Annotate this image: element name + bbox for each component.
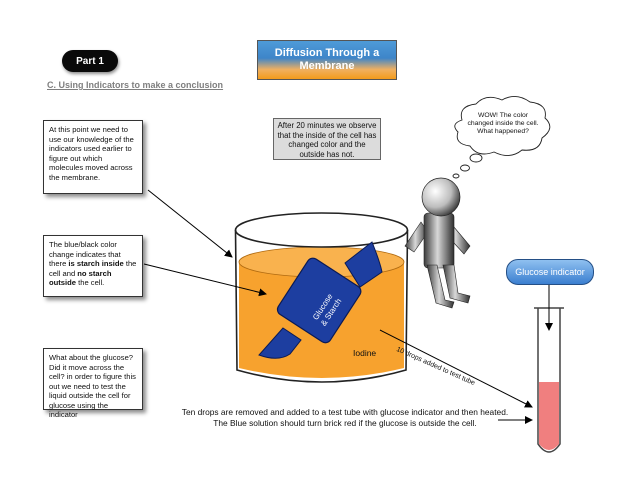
- beaker-rim: [234, 212, 409, 248]
- figure-head: [421, 177, 461, 217]
- thought-bubble: [452, 96, 551, 179]
- note-starch-text-2: the cell and: [49, 259, 137, 278]
- note-starch: The blue/black color change indicates th…: [43, 235, 143, 297]
- drops-arrow: [379, 329, 533, 408]
- membrane-bag: [258, 241, 383, 359]
- bag-body: [276, 257, 362, 344]
- bag-end-top: [344, 241, 383, 288]
- note1-arrow: [147, 189, 233, 258]
- iodine-label: Iodine: [353, 348, 377, 358]
- stick-figure: [404, 177, 471, 309]
- note2-arrow: [143, 263, 267, 297]
- bag-end-bottom: [258, 327, 302, 359]
- part-label: Part 1: [62, 50, 118, 72]
- note-starch-text-1: The blue/black color change indicates th…: [49, 240, 121, 268]
- note-starch-bold-2: no starch outside: [49, 268, 112, 288]
- tube-liquid: [539, 382, 559, 450]
- note-glucose: What about the glucose? Did it move acro…: [43, 348, 143, 419]
- beaker-wall: [234, 229, 409, 383]
- bottom-caption: Ten drops are removed and added to a tes…: [181, 407, 509, 428]
- figure-leg-left: [426, 264, 455, 309]
- glucose-indicator-label: Glucose indicator: [506, 259, 594, 285]
- subtitle: C. Using Indicators to make a conclusion: [47, 80, 224, 90]
- note-indicators: At this point we need to use our knowled…: [43, 120, 143, 194]
- test-tube: [534, 283, 564, 453]
- observation-box: After 20 minutes we observe that the ins…: [273, 118, 381, 160]
- figure-body: [423, 212, 455, 269]
- figure-leg-right: [442, 264, 471, 304]
- note-starch-text-3: the cell.: [76, 278, 105, 287]
- tube-glass: [537, 308, 561, 453]
- page-title: Diffusion Through a Membrane: [257, 40, 397, 80]
- thought-text: WOW! The color changed inside the cell. …: [467, 112, 539, 136]
- note-starch-bold-1: is starch inside: [68, 259, 124, 268]
